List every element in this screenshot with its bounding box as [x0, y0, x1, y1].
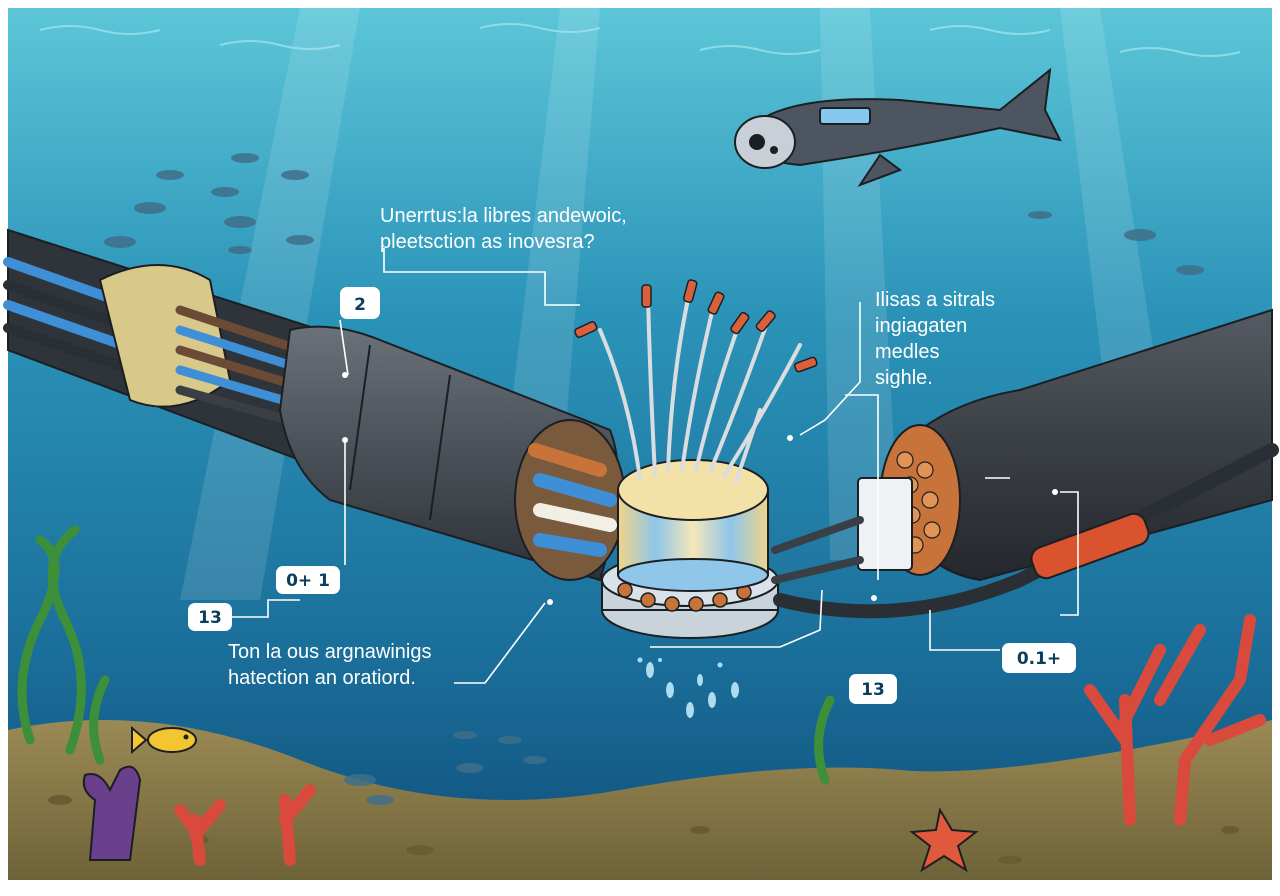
badge-13-left: 13	[188, 603, 232, 631]
callout-top: Unerrtus:la libres andewoic, pleetsction…	[380, 205, 627, 253]
callout-bottom-left: Ton la ous argnawinigs hatection an orat…	[228, 641, 431, 689]
callout-bottom-left-line2: hatection an oratiord.	[228, 667, 416, 689]
badge-0p1-text: 0+ 1	[286, 571, 330, 591]
copper-beads	[617, 582, 752, 612]
connector-cables	[771, 516, 864, 584]
splice-connector	[857, 477, 913, 571]
badge-13-bottom-text: 13	[861, 680, 885, 700]
left-cable	[3, 228, 626, 582]
callout-right-line3: medles	[875, 341, 939, 363]
purple-coral-icon	[82, 765, 142, 861]
surface-ripples	[39, 23, 1241, 57]
callout-top-line1: Unerrtus:la libres andewoic,	[380, 205, 627, 227]
badge-13-left-text: 13	[198, 608, 222, 628]
power-sleeve	[1030, 512, 1150, 580]
callout-bottom-left-line1: Ton la ous argnawinigs	[228, 641, 431, 663]
badge-01p-text: 0.1+	[1017, 649, 1061, 669]
badge-0p1: 0+ 1	[276, 566, 340, 594]
power-cable	[773, 443, 1279, 619]
callout-top-line2: pleetsction as inovesra?	[380, 231, 595, 253]
badge-01p: 0.1+	[1002, 643, 1076, 673]
fish-school-icon	[104, 153, 1204, 805]
bubbles-icon	[637, 657, 739, 718]
callout-right-line2: ingiagaten	[875, 315, 967, 337]
seaweed-icon	[17, 525, 835, 785]
splice-core	[574, 279, 818, 718]
badge-2: 2	[340, 287, 380, 319]
starfish-icon	[909, 807, 979, 873]
fiber-caps	[574, 279, 818, 373]
yellow-fish-icon	[131, 725, 197, 755]
badge-13-bottom: 13	[849, 674, 897, 704]
callout-right: Ilisas a sitrals ingiagaten medles sighl…	[875, 289, 995, 389]
right-cable	[771, 308, 1279, 619]
callout-right-line4: sighle.	[875, 367, 933, 389]
badge-2-text: 2	[354, 295, 366, 315]
leader-lines	[232, 248, 1079, 684]
left-cable-fibers	[528, 443, 617, 557]
callout-right-line1: Ilisas a sitrals	[875, 289, 995, 311]
fiber-strands	[598, 288, 802, 484]
drone-icon	[734, 67, 1062, 188]
coral-icon	[174, 614, 1266, 866]
